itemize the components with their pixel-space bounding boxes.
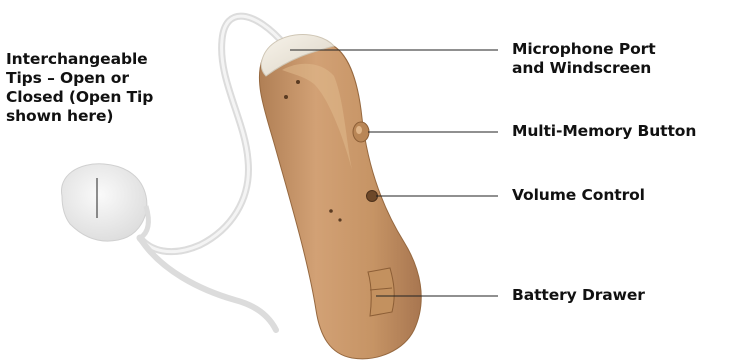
label-tips-line-4: shown here): [6, 107, 153, 126]
label-volume-control: Volume Control: [512, 186, 645, 205]
label-microphone-line-1: Microphone Port: [512, 40, 656, 59]
label-microphone-line-2: and Windscreen: [512, 59, 656, 78]
label-multi-memory-button: Multi-Memory Button: [512, 122, 696, 141]
label-tips-line-1: Interchangeable: [6, 50, 153, 69]
label-battery-drawer: Battery Drawer: [512, 286, 645, 305]
label-interchangeable-tips: Interchangeable Tips – Open or Closed (O…: [6, 50, 153, 126]
label-tips-line-2: Tips – Open or: [6, 69, 153, 88]
battery-drawer-shape: [368, 268, 394, 316]
hearing-aid-body: [259, 40, 421, 359]
tube: [140, 16, 285, 252]
open-tip: [61, 164, 146, 241]
label-memory-line-1: Multi-Memory Button: [512, 122, 696, 141]
label-battery-line-1: Battery Drawer: [512, 286, 645, 305]
label-volume-line-1: Volume Control: [512, 186, 645, 205]
label-microphone-port: Microphone Port and Windscreen: [512, 40, 656, 78]
volume-control-shape: [367, 191, 378, 202]
label-tips-line-3: Closed (Open Tip: [6, 88, 153, 107]
